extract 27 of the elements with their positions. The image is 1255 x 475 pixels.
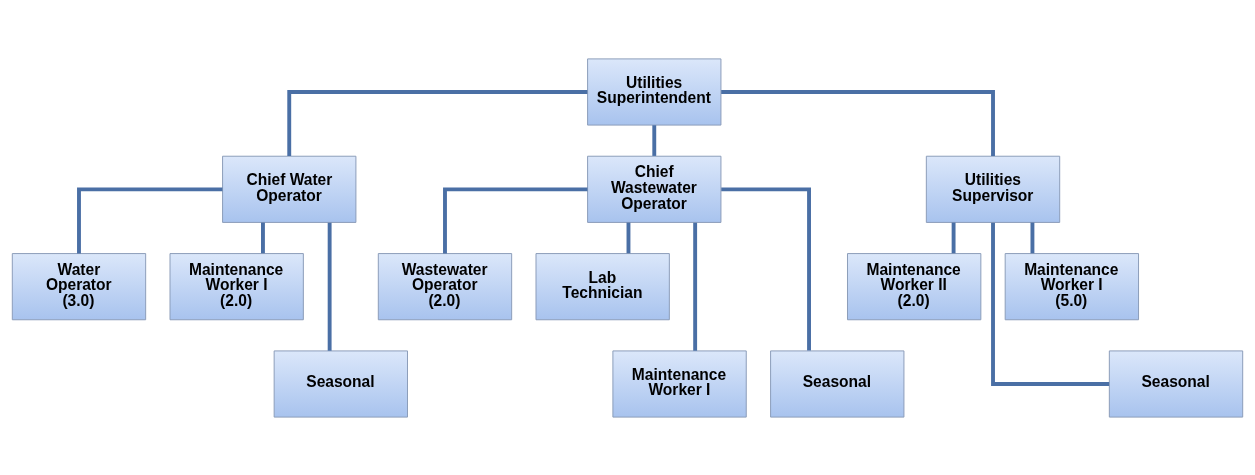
connector [77,186,223,253]
node-box: Maintenance Worker I (2.0) [169,252,304,320]
connector [652,124,657,156]
connector [443,186,588,253]
connector [287,89,588,156]
node-box: Chief Wastewater Operator [587,155,722,223]
node-box: Maintenance Worker I (5.0) [1004,252,1140,320]
connector [1030,222,1035,253]
node-box: Utilities Superintendent [587,57,722,126]
node-box: Utilities Supervisor [925,155,1061,223]
node-box: Seasonal [770,349,905,418]
connector [327,222,332,351]
connector [261,222,265,253]
node-box: Chief Water Operator [222,155,357,223]
node-box: Seasonal [273,349,408,418]
node-box: Seasonal [1108,349,1244,418]
node-box: Maintenance Worker II (2.0) [847,252,982,320]
connector [693,222,698,351]
node-box: Water Operator (3.0) [11,252,147,320]
connector [721,89,995,156]
connector [991,222,1110,386]
node-box: Wastewater Operator (2.0) [377,252,513,320]
node-box: Lab Technician [535,252,670,320]
node-box: Maintenance Worker I [612,349,747,418]
connector [951,222,956,253]
connector [626,222,631,253]
connector [721,186,811,351]
